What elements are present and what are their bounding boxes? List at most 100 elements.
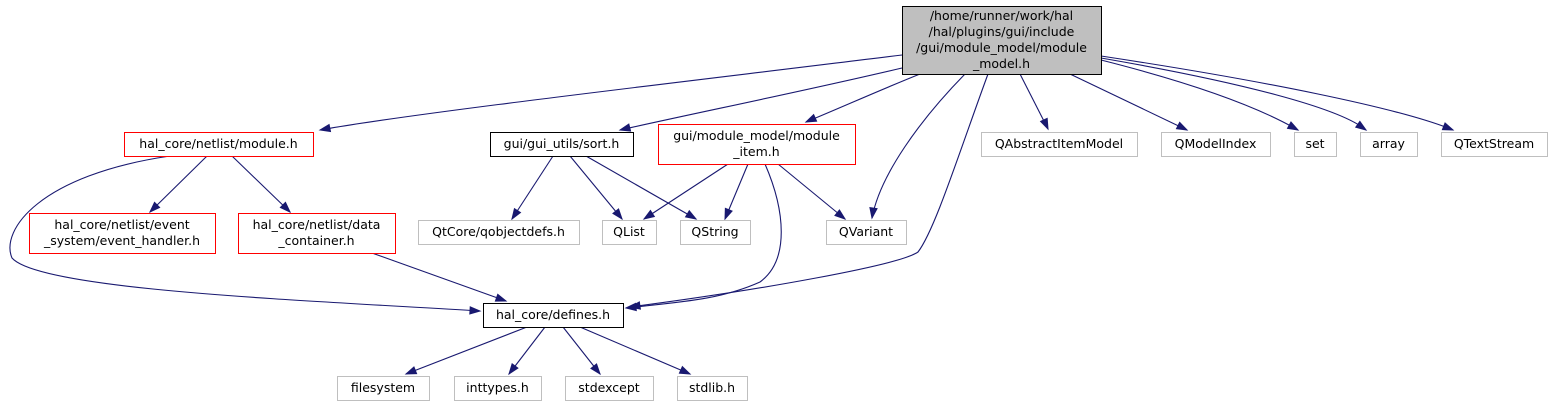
edge-defines_h-to-stdexcept (562, 326, 601, 376)
node-box (483, 303, 624, 328)
node-box (1441, 132, 1548, 157)
node-box (677, 376, 748, 401)
node-stdlib-h: stdlib.h (677, 376, 748, 401)
edge-root-to-defines_h (628, 73, 989, 310)
node-box (1161, 132, 1271, 157)
edge-line (629, 73, 989, 308)
arrow-head (404, 366, 418, 375)
node-box (1360, 132, 1418, 157)
arrow-head (618, 123, 632, 132)
arrow-head (624, 302, 637, 312)
edge-root-to-sort_h (618, 67, 903, 132)
node-label-line: set (1305, 136, 1324, 151)
arrow-head (469, 306, 482, 315)
node-root[interactable]: /home/runner/work/hal/hal/plugins/gui/in… (902, 6, 1102, 75)
node-label-line: stdexcept (578, 380, 639, 395)
arrow-head (724, 207, 733, 221)
arrow-head (642, 209, 656, 220)
node-box (902, 6, 1102, 75)
edge-line (319, 54, 903, 131)
edge-module_item_h-to-qlist (642, 163, 729, 220)
node-qtextstream: QTextStream (1441, 132, 1548, 157)
node-box (490, 132, 634, 157)
arrow-head (1354, 120, 1368, 131)
node-label-line: QModelIndex (1175, 136, 1257, 151)
edge-line (569, 155, 623, 220)
node-label-line: QString (691, 224, 738, 239)
edge-line (1100, 55, 1454, 131)
edge-line (1100, 59, 1299, 131)
edge-module_h-to-event_handler_h (148, 155, 208, 214)
node-box (124, 132, 314, 157)
node-box (337, 376, 430, 401)
edge-root-to-array (1100, 57, 1368, 131)
arrow-head (511, 207, 522, 221)
arrow-head (684, 209, 698, 220)
edges-layer (9, 54, 1455, 376)
edge-root-to-set (1100, 59, 1300, 131)
node-box (454, 376, 542, 401)
node-label-line: hal_core/netlist/event (54, 217, 189, 232)
edge-sort_h-to-qobjectdefs_h (511, 155, 554, 221)
node-qstring: QString (680, 220, 751, 245)
edge-defines_h-to-filesystem (404, 326, 528, 375)
edge-line (9, 155, 481, 312)
node-box (418, 220, 580, 245)
node-label-line: _model.h (972, 56, 1030, 71)
arrow-head (869, 206, 878, 220)
edge-module_item_h-to-qstring (724, 163, 749, 221)
edge-module_h-to-defines_h (9, 155, 482, 315)
edge-line (805, 73, 921, 123)
node-qabstractitemmodel: QAbstractItemModel (981, 132, 1138, 157)
edge-root-to-qabstractitemmodel (1019, 73, 1049, 131)
node-label-line: hal_core/netlist/data (253, 217, 381, 232)
arrow-head (279, 201, 292, 214)
node-array: array (1360, 132, 1418, 157)
node-filesystem: filesystem (337, 376, 430, 401)
node-label-line: array (1372, 136, 1405, 151)
node-label-line: /home/runner/work/hal (930, 8, 1073, 23)
node-label-line: inttypes.h (466, 380, 529, 395)
edge-root-to-module_item_h (804, 73, 921, 123)
arrow-head (508, 363, 519, 376)
node-label-line: hal_core/defines.h (496, 307, 610, 322)
node-module-item-h[interactable]: gui/module_model/module_item.h (658, 124, 856, 165)
node-qobjectdefs-h: QtCore/qobjectdefs.h (418, 220, 580, 245)
node-set: set (1294, 132, 1337, 157)
edge-line (643, 163, 729, 220)
node-box (981, 132, 1138, 157)
node-data-container-h[interactable]: hal_core/netlist/data_container.h (238, 213, 396, 254)
arrow-head (494, 293, 508, 302)
edge-line (585, 155, 697, 220)
node-box (565, 376, 654, 401)
node-label-line: /hal/plugins/gui/include (929, 24, 1075, 39)
node-qvariant: QVariant (826, 220, 907, 245)
node-label-line: QList (613, 224, 645, 239)
edge-line (231, 155, 291, 213)
edge-line (871, 73, 966, 219)
edge-line (149, 155, 208, 213)
edge-line (619, 67, 903, 131)
edge-sort_h-to-qstring (585, 155, 698, 220)
edge-module_item_h-to-qvariant (777, 163, 847, 220)
arrow-head (804, 113, 818, 123)
node-box (826, 220, 907, 245)
nodes-layer: /home/runner/work/hal/hal/plugins/gui/in… (29, 6, 1548, 401)
arrow-head (1286, 121, 1300, 131)
node-qmodelindex: QModelIndex (1161, 132, 1271, 157)
node-qlist: QList (602, 220, 657, 245)
node-event-handler-h[interactable]: hal_core/netlist/event_system/event_hand… (29, 213, 216, 254)
edge-data_container_h-to-defines_h (371, 252, 508, 302)
node-defines-h[interactable]: hal_core/defines.h (483, 303, 624, 328)
node-label-line: stdlib.h (689, 380, 735, 395)
node-module-h[interactable]: hal_core/netlist/module.h (124, 132, 314, 157)
node-sort-h[interactable]: gui/gui_utils/sort.h (490, 132, 634, 157)
edge-root-to-qvariant (869, 73, 966, 220)
node-inttypes-h: inttypes.h (454, 376, 542, 401)
node-box (658, 124, 856, 165)
node-label-line: _system/event_handler.h (43, 233, 200, 248)
edge-root-to-module_h (318, 54, 903, 133)
edge-module_item_h-to-defines_h (624, 163, 782, 312)
node-label-line: _container.h (277, 233, 354, 248)
